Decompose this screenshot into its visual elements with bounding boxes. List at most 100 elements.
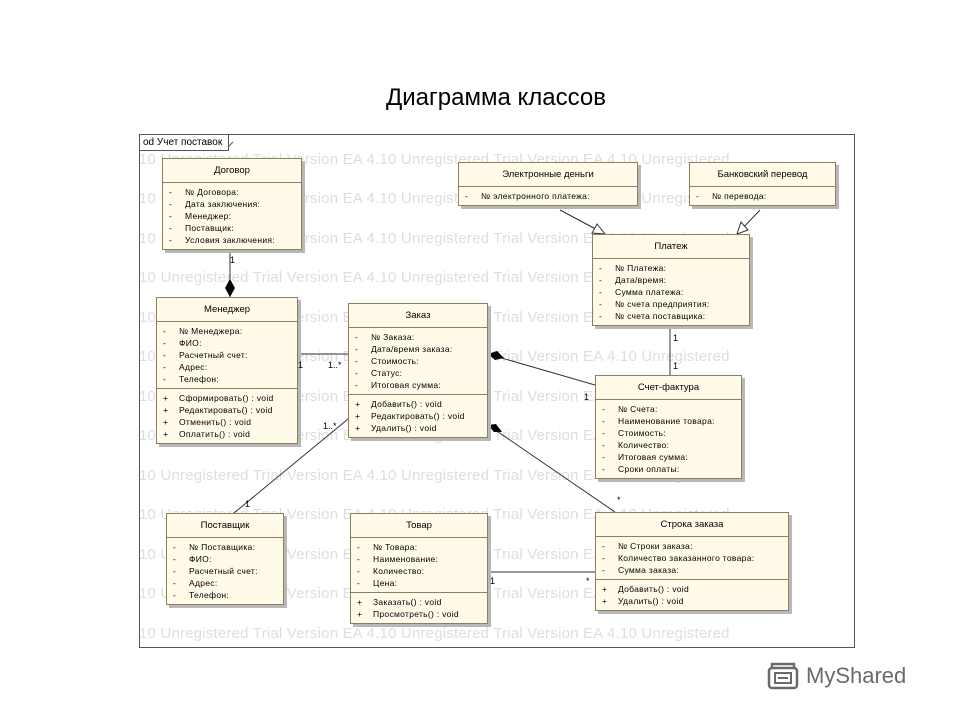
multiplicity-label: * xyxy=(586,576,590,586)
class-operation: +Удалить() : void xyxy=(602,596,684,606)
association-lines xyxy=(225,209,761,573)
class-attribute: -№ электронного платежа: xyxy=(465,191,590,201)
class-operation: +Редактировать() : void xyxy=(355,411,465,421)
multiplicity-label: 1 xyxy=(298,360,304,370)
multiplicity-label: 1 xyxy=(673,333,679,343)
class-name: Менеджер xyxy=(157,298,297,322)
class-platezh[interactable]: Платеж -№ Платежа: -Дата/время: -Сумма п… xyxy=(592,234,750,326)
class-name: Счет-фактура xyxy=(596,376,741,400)
class-attribute: -№ Заказа: xyxy=(355,332,415,342)
class-operation: +Редактировать() : void xyxy=(163,405,273,415)
class-attribute: -Количество заказанного товара: xyxy=(602,553,755,563)
class-name: Платеж xyxy=(593,235,749,259)
multiplicity-label: 1 xyxy=(673,361,679,371)
class-attribute: -Дата/время: xyxy=(599,275,667,285)
myshared-logo-text: MyShared xyxy=(806,663,907,688)
composition-diamond-icon xyxy=(225,279,235,297)
class-attribute: -Поставщик: xyxy=(169,223,234,233)
class-attribute: -Наименование: xyxy=(357,554,439,564)
class-operations: +Добавить() : void +Редактировать() : vo… xyxy=(349,395,487,437)
class-name: Электронные деньги xyxy=(459,163,637,187)
multiplicity-label: 1 xyxy=(584,392,590,402)
class-attribute: -Наименование товара: xyxy=(602,416,715,426)
class-operation: +Сформировать() : void xyxy=(163,393,274,403)
class-attribute: -№ Поставщика: xyxy=(173,542,256,552)
class-attribute: -№ Счета: xyxy=(602,404,658,414)
class-attribute: -Телефон: xyxy=(173,590,230,600)
class-attribute: -№ Платежа: xyxy=(599,263,667,273)
class-attribute: -Дата заключения: xyxy=(169,199,261,209)
class-attribute: -Сумма платежа: xyxy=(599,287,684,297)
class-electronic-money[interactable]: Электронные деньги -№ электронного плате… xyxy=(458,162,638,206)
class-attribute: -№ Менеджера: xyxy=(163,326,243,336)
class-attribute: -ФИО: xyxy=(163,338,202,348)
class-attributes: -№ Заказа: -Дата/время заказа: -Стоимост… xyxy=(349,328,487,395)
class-name: Заказ xyxy=(349,304,487,328)
class-attribute: -Сроки оплаты: xyxy=(602,464,680,474)
class-name: Строка заказа xyxy=(596,513,788,537)
class-attribute: -Итоговая сумма: xyxy=(355,380,442,390)
class-attribute: -Менеджер: xyxy=(169,211,232,221)
class-name: Договор xyxy=(163,159,301,183)
class-name: Банковский перевод xyxy=(690,163,835,187)
class-attribute: -№ Договора: xyxy=(169,187,239,197)
class-operations: +Добавить() : void +Удалить() : void xyxy=(596,580,788,610)
generalization-arrow-icon xyxy=(736,221,749,235)
class-attribute: -Расчетный счет: xyxy=(163,350,248,360)
class-attribute: -Дата/время заказа: xyxy=(355,344,453,354)
class-attribute: -Адрес: xyxy=(163,362,208,372)
multiplicity-label: 1 xyxy=(245,499,251,509)
class-attribute: -Расчетный счет: xyxy=(173,566,258,576)
class-schet-faktura[interactable]: Счет-фактура -№ Счета: -Наименование тов… xyxy=(595,375,742,479)
watermark-text: 10 Unregistered Trial Version EA 4.10 Un… xyxy=(139,625,730,642)
class-attribute: -Адрес: xyxy=(173,578,218,588)
class-operation: +Оплатить() : void xyxy=(163,429,251,439)
class-attribute: -№ Товара: xyxy=(357,542,418,552)
class-attribute: -Количество: xyxy=(602,440,670,450)
class-operation: +Заказать() : void xyxy=(357,597,442,607)
watermark-text: 10 Unregistered Trial Version EA 4.10 Un… xyxy=(139,269,730,286)
class-operation: +Добавить() : void xyxy=(602,584,690,594)
class-attribute: -Стоимость: xyxy=(602,428,666,438)
class-tovar[interactable]: Товар -№ Товара: -Наименование: -Количес… xyxy=(350,513,488,624)
class-attributes: -№ Поставщика: -ФИО: -Расчетный счет: -А… xyxy=(167,538,283,604)
class-attributes: -№ Счета: -Наименование товара: -Стоимос… xyxy=(596,400,741,478)
class-operation: +Отменить() : void xyxy=(163,417,252,427)
class-attributes: -№ Договора: -Дата заключения: -Менеджер… xyxy=(163,183,301,249)
class-bank-transfer[interactable]: Банковский перевод -№ перевода: xyxy=(689,162,836,206)
diagram-frame: od Учет поставок 10 Unregistered Trial V… xyxy=(139,134,855,648)
class-operation: +Просмотреть() : void xyxy=(357,609,459,619)
class-attribute: -Сумма заказа: xyxy=(602,565,680,575)
class-attributes: -№ электронного платежа: xyxy=(459,187,637,205)
class-operations: +Заказать() : void +Просмотреть() : void xyxy=(351,593,487,623)
class-postavshik[interactable]: Поставщик -№ Поставщика: -ФИО: -Расчетны… xyxy=(166,513,284,605)
class-attribute: -Условия заключения: xyxy=(169,235,275,245)
class-attributes: -№ перевода: xyxy=(690,187,835,205)
myshared-logo-icon xyxy=(767,662,799,690)
aggregation-diamond-icon xyxy=(488,424,502,432)
generalization-arrow-icon xyxy=(591,223,607,235)
class-attribute: -Цена: xyxy=(357,578,398,588)
class-attribute: -ФИО: xyxy=(173,554,212,564)
class-attribute: -Телефон: xyxy=(163,374,220,384)
class-name: Поставщик xyxy=(167,514,283,538)
class-attributes: -№ Платежа: -Дата/время: -Сумма платежа:… xyxy=(593,259,749,325)
class-stroka-zakaza[interactable]: Строка заказа -№ Строки заказа: -Количес… xyxy=(595,512,789,611)
class-zakaz[interactable]: Заказ -№ Заказа: -Дата/время заказа: -Ст… xyxy=(348,303,488,438)
class-attribute: -Количество: xyxy=(357,566,425,576)
class-manager[interactable]: Менеджер -№ Менеджера: -ФИО: -Расчетный … xyxy=(156,297,298,444)
class-operations: +Сформировать() : void +Редактировать() … xyxy=(157,389,297,443)
class-attribute: -Статус: xyxy=(355,368,403,378)
class-attributes: -№ Менеджера: -ФИО: -Расчетный счет: -Ад… xyxy=(157,322,297,389)
class-attribute: -№ Строки заказа: xyxy=(602,541,693,551)
class-name: Товар xyxy=(351,514,487,538)
class-attribute: -№ счета предприятия: xyxy=(599,299,710,309)
class-attributes: -№ Товара: -Наименование: -Количество: -… xyxy=(351,538,487,593)
class-operation: +Удалить() : void xyxy=(355,423,437,433)
class-attribute: -№ счета поставщика: xyxy=(599,311,706,321)
multiplicity-label: 1 xyxy=(490,576,496,586)
class-dogovor[interactable]: Договор -№ Договора: -Дата заключения: -… xyxy=(162,158,302,250)
watermark-text: 10 Unregistered Trial Version EA 4.10 Un… xyxy=(139,467,730,484)
class-attribute: -Итоговая сумма: xyxy=(602,452,689,462)
class-operation: +Добавить() : void xyxy=(355,399,443,409)
